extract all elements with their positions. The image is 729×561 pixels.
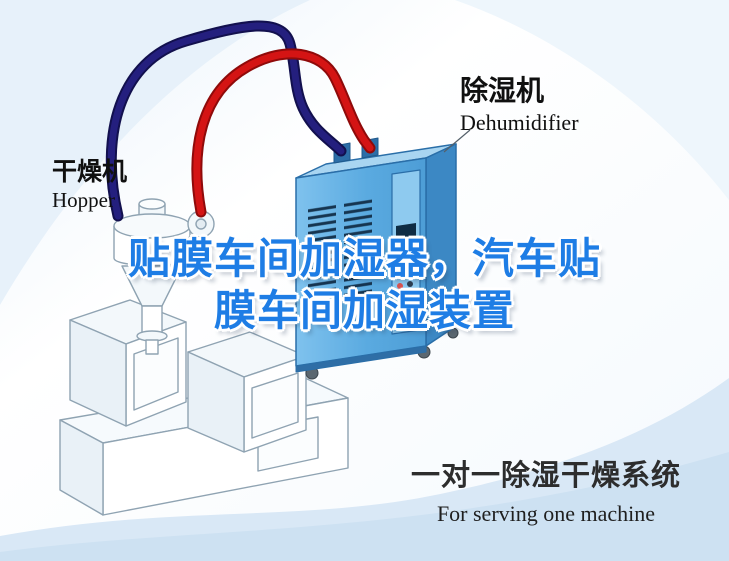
- dehumidifier-label-zh: 除湿机: [460, 74, 545, 107]
- hopper-blower-hub: [195, 218, 207, 230]
- dehumidifier-label-pointer: [443, 129, 471, 153]
- dryer-label-en: Hopper: [52, 187, 115, 212]
- dehumidifier-vent-left: [308, 203, 336, 307]
- page-title: 贴膜车间加湿器，汽车贴 膜车间加湿装置: [0, 233, 729, 337]
- machine-base-left: [59, 419, 104, 516]
- background-corner-topleft: [0, 0, 310, 305]
- hopper-outlet-tube: [145, 339, 159, 355]
- dehumidifier-button-dark: [407, 281, 413, 287]
- machine-cabinet-door: [251, 372, 299, 439]
- hoses: [105, 20, 376, 222]
- dryer-label: 干燥机 Hopper: [52, 158, 127, 212]
- background-wave-front: [0, 452, 729, 561]
- dehumidifier-base-trim: [295, 345, 427, 373]
- dehumidifier-label-en: Dehumidifier: [460, 109, 579, 135]
- dehumidifier-machine: [295, 137, 459, 380]
- dehumidifier-button-red: [397, 283, 403, 289]
- system-caption: 一对一除湿干燥系统 For serving one machine: [400, 452, 692, 527]
- machine-housing-door: [133, 337, 179, 411]
- dryer-label-zh: 干燥机: [52, 157, 128, 186]
- page-title-line2: 膜车间加湿装置: [213, 286, 515, 335]
- dehumidifier-label: 除湿机 Dehumidifier: [460, 74, 579, 135]
- machine-housing-left: [69, 319, 127, 427]
- system-caption-zh: 一对一除湿干燥系统: [410, 458, 681, 492]
- page-title-line1: 贴膜车间加湿器，汽车贴: [127, 234, 601, 283]
- hopper-dryer-machine: [113, 198, 215, 355]
- machine-cabinet-left: [187, 351, 245, 453]
- dehumidifier-vent-right: [344, 198, 372, 302]
- system-caption-en: For serving one machine: [436, 501, 656, 526]
- red-hose: [193, 50, 374, 216]
- hopper-feeder-cap: [138, 198, 166, 210]
- dehumidifier-display: [396, 223, 416, 261]
- injection-molding-machine: [59, 299, 349, 516]
- navy-hose: [107, 22, 345, 220]
- background-corner-topright: [455, 0, 729, 200]
